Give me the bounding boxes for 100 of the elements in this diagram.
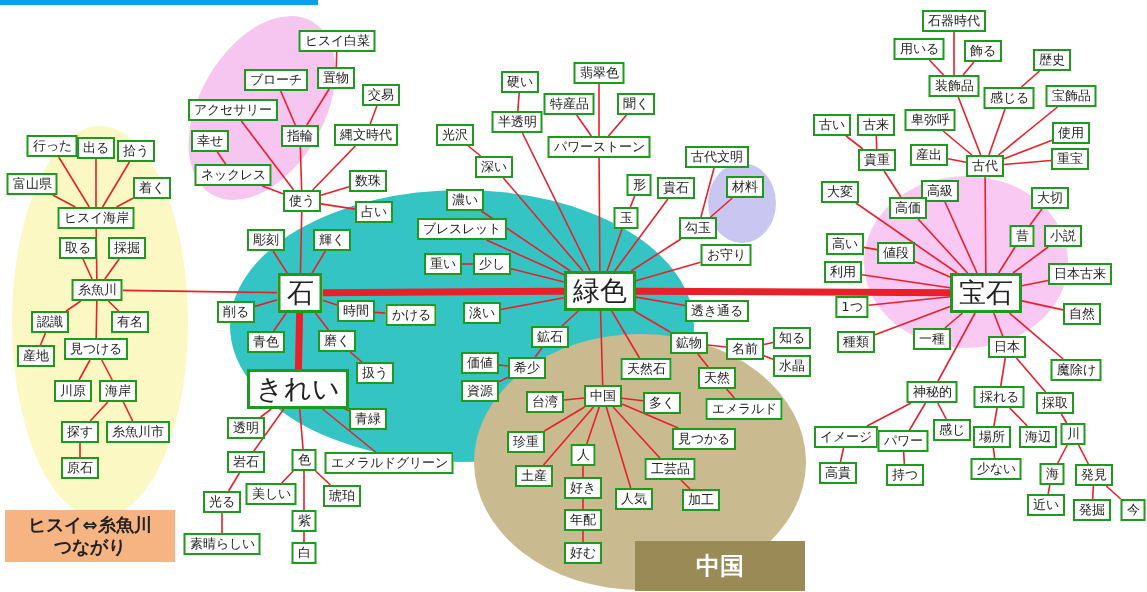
- connector-line: [575, 114, 593, 137]
- word-box: 多く: [643, 392, 681, 414]
- connector-line: [227, 472, 241, 492]
- connector-line: [303, 470, 305, 511]
- connector-line: [598, 83, 600, 137]
- connector-line: [485, 239, 565, 276]
- word-box: 産地: [17, 345, 55, 367]
- word-box: 希少: [508, 357, 546, 379]
- word-box: 時間: [337, 300, 375, 322]
- word-box: ヒスイ海岸: [57, 207, 135, 229]
- word-box: 材料: [726, 176, 764, 198]
- word-box: 飾る: [964, 40, 1002, 62]
- word-box: 有名: [111, 311, 149, 333]
- connector-line: [299, 211, 303, 274]
- word-box: 人: [570, 444, 596, 466]
- word-box: 取る: [59, 237, 97, 259]
- word-box: 魔除け: [1050, 359, 1102, 381]
- word-box: 重い: [424, 253, 462, 275]
- connector-line: [944, 201, 978, 274]
- word-box: 好き: [564, 477, 602, 499]
- connector-line: [51, 194, 77, 208]
- word-box: 天然: [698, 367, 736, 389]
- word-box: 古代文明: [685, 146, 749, 168]
- word-box: 古代: [966, 155, 1004, 177]
- word-box: 淡い: [463, 302, 501, 324]
- connector-line: [311, 145, 357, 191]
- connector-line: [621, 397, 644, 402]
- word-box: 年配: [564, 509, 602, 531]
- word-box: 光る: [203, 491, 241, 513]
- word-box: パワーストーン: [547, 136, 651, 158]
- word-box: 鉱物: [670, 332, 708, 354]
- word-box: ヒスイ白菜: [298, 30, 376, 52]
- word-box: 色: [291, 449, 317, 471]
- connector-line: [104, 258, 120, 280]
- connector-line: [240, 120, 295, 191]
- word-box: 濃い: [446, 189, 484, 211]
- word-box: パワー: [877, 430, 929, 452]
- connector-line: [997, 246, 1016, 274]
- word-box: 指輪: [281, 125, 319, 147]
- connector-line: [917, 218, 969, 274]
- connector-line: [606, 228, 623, 272]
- word-box: エメラルドグリーン: [324, 452, 454, 474]
- word-box: 白: [291, 542, 317, 564]
- word-box: 半透明: [491, 111, 543, 133]
- word-box: 工芸品: [644, 458, 696, 480]
- connector-line: [697, 353, 709, 368]
- word-box: 見つける: [64, 338, 128, 360]
- word-box: 富山県: [6, 173, 58, 195]
- connector-line: [303, 531, 305, 543]
- word-box: 貴石: [657, 177, 695, 199]
- connector-line: [253, 408, 285, 452]
- word-box: 鉱石: [531, 326, 569, 348]
- connector-line: [1021, 300, 1064, 311]
- word-box: 種類: [837, 331, 875, 353]
- connector-line: [709, 197, 734, 218]
- connector-line: [633, 310, 671, 333]
- central-word-box: きれい: [247, 369, 349, 409]
- connector-line: [1029, 208, 1043, 226]
- word-box: 海岸: [99, 380, 137, 402]
- connector-line: [95, 300, 98, 339]
- connector-line: [1077, 444, 1090, 465]
- connector-line: [510, 267, 565, 283]
- word-box: かける: [385, 304, 437, 326]
- word-box: 小説: [1044, 225, 1082, 247]
- connector-line: [635, 261, 702, 282]
- connector-line: [1057, 444, 1068, 464]
- word-box: 値段: [877, 242, 915, 264]
- word-box: 古い: [813, 114, 851, 136]
- word-box: 好む: [564, 542, 602, 564]
- word-box: 利用: [824, 261, 862, 283]
- word-box: 発掘: [1073, 499, 1111, 521]
- connector-line: [1008, 407, 1029, 427]
- connector-line: [707, 344, 727, 348]
- word-box: 光沢: [436, 124, 474, 146]
- word-box: 資源: [461, 380, 499, 402]
- word-box: 古来: [857, 114, 895, 136]
- connector-line: [542, 406, 595, 466]
- word-box: 岩石: [227, 451, 265, 473]
- connector-line: [299, 146, 303, 191]
- connector-line: [937, 312, 976, 382]
- word-box: 玉: [613, 207, 639, 229]
- connector-line: [78, 359, 91, 381]
- connector-line: [314, 470, 332, 486]
- connector-line: [700, 167, 715, 218]
- connector-line: [1060, 413, 1068, 424]
- connector-line: [902, 451, 906, 465]
- connector-line: [1020, 70, 1041, 88]
- connector-line: [502, 177, 584, 272]
- word-box: 素晴らしい: [183, 533, 261, 555]
- connector-line: [1012, 246, 1049, 274]
- word-box: 勾玉: [679, 217, 717, 239]
- connector-line: [874, 305, 951, 336]
- word-box: 加工: [682, 489, 720, 511]
- connector-line: [65, 300, 82, 312]
- connector-line: [582, 530, 584, 543]
- word-box: 聞く: [617, 93, 655, 115]
- connector-line: [1105, 485, 1122, 500]
- connector-line: [993, 312, 1004, 337]
- word-box: 歴史: [1033, 49, 1071, 71]
- word-box: 扱う: [356, 362, 394, 384]
